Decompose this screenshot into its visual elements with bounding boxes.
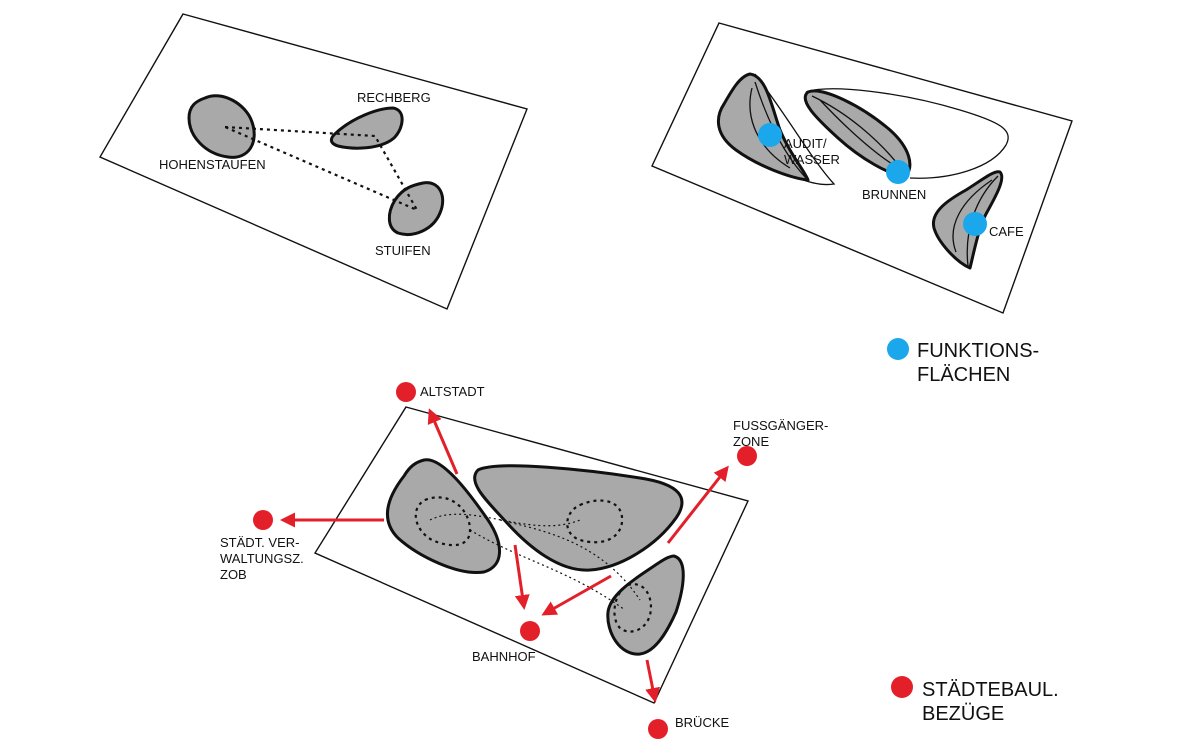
function-dot-audit bbox=[758, 123, 782, 147]
label-altstadt: ALTSTADT bbox=[420, 384, 485, 399]
legend-function-dot bbox=[887, 338, 909, 360]
label-audit-line2: WASSER bbox=[784, 152, 840, 167]
dot-bruecke bbox=[648, 719, 668, 739]
dot-altstadt bbox=[396, 382, 416, 402]
label-cafe: CAFE bbox=[989, 224, 1024, 239]
outline-audit bbox=[754, 73, 836, 186]
label-bahnhof: BAHNHOF bbox=[472, 649, 536, 664]
dot-bahnhof bbox=[520, 621, 540, 641]
path-connections bbox=[429, 513, 641, 611]
site-plane-functions bbox=[651, 22, 1073, 314]
arrow-to-bahnhof-1 bbox=[513, 544, 530, 610]
legend-urban-line1: STÄDTEBAUL. bbox=[922, 679, 1059, 701]
label-bruecke: BRÜCKE bbox=[675, 715, 730, 730]
legend-functions-line1: FUNKTIONS- bbox=[917, 340, 1039, 362]
panel-functions: AUDIT/ WASSER BRUNNEN CAFE bbox=[651, 22, 1073, 314]
arrow-to-fussgaengerzone bbox=[666, 465, 729, 544]
arrow-to-bahnhof-2 bbox=[541, 574, 612, 616]
legend-urban-dot bbox=[891, 676, 913, 698]
park-area-left bbox=[386, 458, 501, 575]
label-brunnen: BRUNNEN bbox=[862, 187, 926, 202]
hill-rechberg bbox=[329, 106, 404, 150]
arrow-to-bruecke bbox=[645, 659, 661, 703]
park-area-center bbox=[473, 464, 684, 572]
hill-hohenstaufen bbox=[187, 94, 256, 159]
panel-topography: RECHBERG HOHENSTAUFEN STUIFEN bbox=[99, 13, 528, 310]
dot-staedt-verwaltung bbox=[253, 510, 273, 530]
legend: FUNKTIONS- FLÄCHEN STÄDTEBAUL. BEZÜGE bbox=[887, 338, 1059, 725]
label-fussgaenger-line2: ZONE bbox=[733, 434, 769, 449]
label-staedt-line2: WALTUNGSZ. bbox=[220, 551, 304, 566]
label-hohenstaufen: HOHENSTAUFEN bbox=[159, 157, 266, 172]
function-dot-cafe bbox=[963, 212, 987, 236]
arrow-to-altstadt bbox=[427, 408, 459, 475]
site-plane-topography bbox=[99, 13, 528, 310]
label-stuifen: STUIFEN bbox=[375, 243, 431, 258]
outline-loop bbox=[805, 88, 1009, 179]
function-dot-brunnen bbox=[886, 160, 910, 184]
path-loop-right bbox=[613, 583, 652, 633]
label-staedt-line3: ZOB bbox=[220, 567, 247, 582]
panel-urban: ALTSTADT FUSSGÄNGER- ZONE STÄDT. VER- WA… bbox=[220, 382, 828, 739]
dot-fussgaengerzone bbox=[737, 446, 757, 466]
park-area-right bbox=[606, 554, 685, 656]
legend-functions-line2: FLÄCHEN bbox=[917, 364, 1010, 386]
label-fussgaenger-line1: FUSSGÄNGER- bbox=[733, 418, 828, 433]
label-staedt-line1: STÄDT. VER- bbox=[220, 535, 299, 550]
legend-urban-line2: BEZÜGE bbox=[922, 703, 1004, 725]
path-loop-center bbox=[566, 499, 624, 544]
label-audit-line1: AUDIT/ bbox=[784, 136, 827, 151]
label-rechberg: RECHBERG bbox=[357, 90, 431, 105]
